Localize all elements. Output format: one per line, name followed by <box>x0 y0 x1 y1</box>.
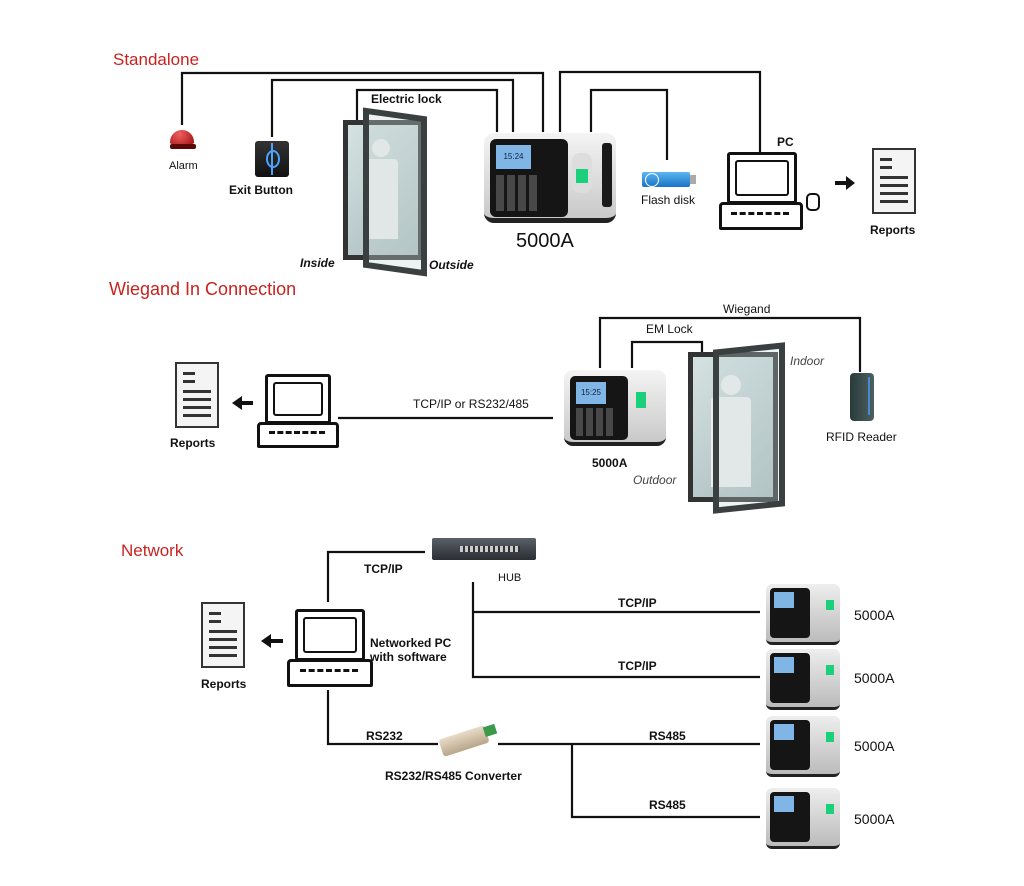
indoor-label: Indoor <box>790 354 825 368</box>
hub-label: HUB <box>498 572 522 584</box>
door-leaf <box>363 107 427 277</box>
reports-label: Reports <box>201 677 247 691</box>
wire-flash-disk <box>589 88 669 160</box>
device-lcd: 15:24 <box>496 145 531 169</box>
rs232-label: RS232 <box>366 729 403 743</box>
converter-label: RS232/RS485 Converter <box>385 769 522 783</box>
section-title-standalone: Standalone <box>113 50 200 69</box>
report-document-icon <box>201 602 245 668</box>
wire-rs232 <box>326 690 438 746</box>
pc-label-line2: with software <box>370 650 447 664</box>
wire-em-lock <box>630 340 704 368</box>
wire-electric-lock <box>355 88 499 132</box>
outdoor-label: Outdoor <box>633 473 677 487</box>
device-label: 5000A <box>592 456 628 470</box>
section-title-network: Network <box>121 541 184 560</box>
device-label: 5000A <box>854 738 895 754</box>
fingerprint-sensor-icon <box>576 169 588 183</box>
pc-monitor-icon <box>265 374 331 424</box>
door-leaf <box>713 342 785 514</box>
wire-pc-hub <box>326 550 425 602</box>
pc-monitor-icon <box>727 152 797 204</box>
arrow-left-icon <box>261 634 283 648</box>
device-5000a: 15:24 <box>484 133 616 223</box>
rfid-reader-label: RFID Reader <box>826 430 897 444</box>
fingerprint-sensor-icon <box>636 392 646 408</box>
alarm-icon <box>170 130 196 152</box>
network-device <box>766 716 840 777</box>
pc-keyboard-icon <box>719 202 803 230</box>
link-label: TCP/IP <box>618 596 657 610</box>
device-lcd: 15:25 <box>576 382 606 404</box>
mouse-icon <box>806 193 820 211</box>
hub-icon <box>432 538 536 560</box>
device-label: 5000A <box>516 230 574 252</box>
wiegand-label: Wiegand <box>723 302 771 316</box>
tcpip-label: TCP/IP <box>364 562 403 576</box>
network-device <box>766 788 840 849</box>
link-label: TCP/IP <box>618 659 657 673</box>
link-label: TCP/IP or RS232/485 <box>413 397 529 411</box>
device-keypad <box>576 408 614 436</box>
pc-keyboard-icon <box>257 422 339 448</box>
network-device <box>766 649 840 710</box>
reports-label: Reports <box>170 436 216 450</box>
wire-alarm <box>180 71 545 132</box>
arrow-right-icon <box>835 176 855 190</box>
pc-keyboard-icon <box>287 659 373 687</box>
link-label: RS485 <box>649 729 686 743</box>
network-device <box>766 584 840 645</box>
report-document-icon <box>175 362 219 428</box>
device-keypad <box>496 175 540 211</box>
wire-wiegand <box>598 316 862 372</box>
device-label: 5000A <box>854 670 895 686</box>
flash-disk-icon <box>642 172 696 187</box>
alarm-label: Alarm <box>169 160 198 172</box>
section-title-wiegand: Wiegand In Connection <box>109 279 297 299</box>
report-document-icon <box>872 148 916 214</box>
wire-pc <box>558 70 762 152</box>
exit-button-label: Exit Button <box>229 183 293 197</box>
exit-button-icon <box>255 141 289 177</box>
device-label: 5000A <box>854 607 895 623</box>
device-label: 5000A <box>854 811 895 827</box>
electric-lock-label: Electric lock <box>371 92 442 106</box>
pc-label-line1: Networked PC <box>370 636 452 650</box>
rfid-reader-icon <box>850 373 874 421</box>
arrow-left-icon <box>232 396 253 410</box>
link-label: RS485 <box>649 798 686 812</box>
flash-disk-label: Flash disk <box>641 193 696 207</box>
door-icon <box>688 352 778 502</box>
device-5000a: 15:25 <box>564 370 666 446</box>
pc-label: PC <box>777 135 794 149</box>
wire-exit-button <box>270 78 515 137</box>
wire-rs485-branch <box>570 744 760 819</box>
wire-hub-trunk <box>471 582 760 679</box>
pc-monitor-icon <box>295 609 365 661</box>
door-icon <box>343 120 423 260</box>
em-lock-label: EM Lock <box>646 322 693 336</box>
outside-label: Outside <box>429 258 474 272</box>
inside-label: Inside <box>300 256 335 270</box>
reports-label: Reports <box>870 223 916 237</box>
